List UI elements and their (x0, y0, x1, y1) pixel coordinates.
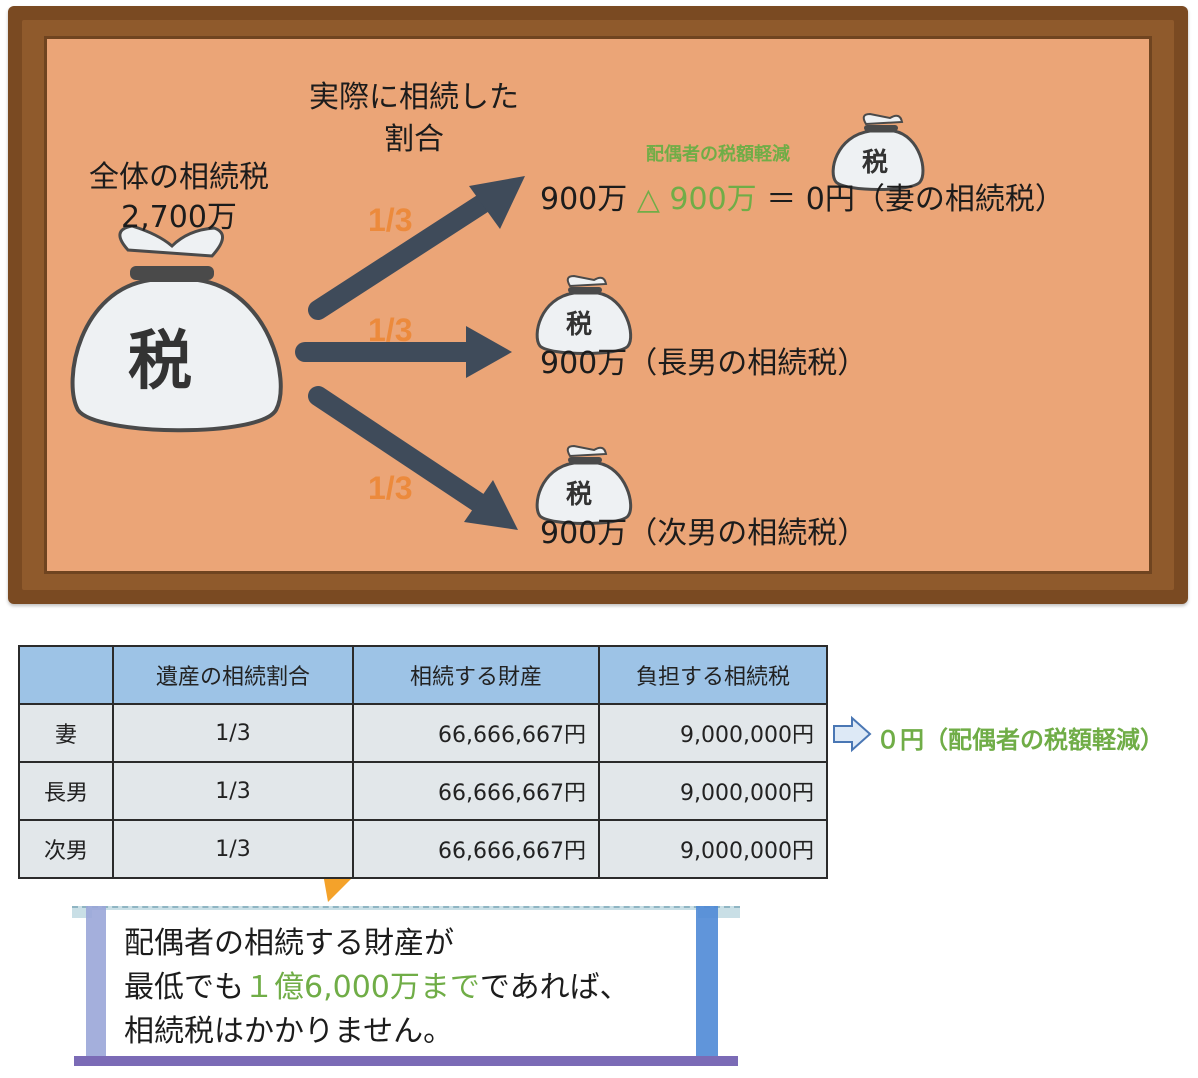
tax-bag-wife-label: 税 (862, 148, 889, 178)
wife-deduction-amount: △ 900万 (636, 182, 757, 217)
wife-tax-label: （妻の相続税） (854, 182, 1065, 217)
table-cell-ratio: 1/3 (112, 819, 354, 879)
table-cell-tax: 9,000,000円 (598, 761, 828, 821)
spouse-deduction-label: 配偶者の税額軽減 (646, 144, 790, 165)
tax-bag-small-icon-eldest-son (535, 274, 633, 355)
arrow-to-eldest-son (295, 326, 512, 378)
fraction-wife: 1/3 (368, 202, 413, 238)
actual-share-label-line1: 実際に相続した (309, 80, 519, 115)
table-cell-ratio: 1/3 (112, 703, 354, 763)
table-cell-heir: 妻 (18, 703, 114, 763)
actual-share-label-line2: 割合 (384, 122, 444, 157)
table-header-cell: 遺産の相続割合 (112, 645, 354, 705)
table-cell-tax: 9,000,000円 (598, 819, 828, 879)
table-header-cell: 相続する財産 (352, 645, 600, 705)
second-son-tax-amount: 900万 (540, 516, 628, 551)
fraction-second-son: 1/3 (368, 470, 413, 506)
arrow-to-second-son (308, 386, 518, 530)
table-cell-property: 66,666,667円 (352, 703, 600, 763)
table-cell-tax: 9,000,000円 (598, 703, 828, 763)
wife-tax-result: ＝ 0円 (766, 182, 855, 217)
right-arrow-icon (833, 715, 872, 753)
table-cell-heir: 長男 (18, 761, 114, 821)
note-line-2-prefix: 最低でも (124, 970, 244, 1005)
eldest-son-tax-amount: 900万 (540, 346, 628, 381)
tax-bag-large-icon (70, 224, 283, 433)
table-header-row: 遺産の相続割合 相続する財産 負担する相続税 (18, 645, 828, 705)
eldest-son-tax-row: 900万（長男の相続税） (540, 338, 867, 382)
table-row: 長男 1/3 66,666,667円 9,000,000円 (18, 761, 828, 821)
tax-bag-small-icon-second-son (535, 444, 633, 525)
eldest-son-tax-label: （長男の相続税） (627, 346, 868, 381)
note-box: 配偶者の相続する財産が 最低でも１億6,000万までであれば、 相続税はかかりま… (92, 910, 698, 1060)
tax-bag-small-icon-wife (831, 112, 925, 191)
fraction-eldest-son: 1/3 (368, 312, 413, 348)
second-son-tax-label: （次男の相続税） (627, 516, 868, 551)
note-tape-right (696, 906, 718, 1066)
note-line-2: 最低でも１億6,000万までであれば、 (124, 966, 698, 1010)
wife-tax-amount: 900万 (540, 182, 628, 217)
table-cell-heir: 次男 (18, 819, 114, 879)
note-highlight-amount: １億6,000万まで (244, 970, 480, 1005)
table-header-cell (18, 645, 114, 705)
note-line-2-suffix: であれば、 (479, 970, 630, 1005)
table-cell-ratio: 1/3 (112, 761, 354, 821)
inheritance-table: 遺産の相続割合 相続する財産 負担する相続税 妻 1/3 66,666,667円… (18, 645, 828, 879)
tax-bag-large-label: 税 (128, 325, 192, 399)
tax-bag-second-son-label: 税 (566, 480, 593, 510)
table-header-cell: 負担する相続税 (598, 645, 828, 705)
total-tax-amount: 2,700万 (121, 200, 237, 235)
table-cell-property: 66,666,667円 (352, 819, 600, 879)
wife-tax-row: 900万 △ 900万 ＝ 0円（妻の相続税） (540, 174, 1065, 218)
table-cell-property: 66,666,667円 (352, 761, 600, 821)
note-tape-bottom (74, 1056, 738, 1066)
note-tape-left (86, 906, 106, 1066)
spouse-tax-result: ０円（配偶者の税額軽減） (876, 726, 1164, 754)
tax-bag-eldest-son-label: 税 (566, 310, 593, 340)
note-line-3: 相続税はかかりません。 (124, 1014, 454, 1049)
table-row: 次男 1/3 66,666,667円 9,000,000円 (18, 819, 828, 879)
note-line-1: 配偶者の相続する財産が (124, 926, 454, 961)
second-son-tax-row: 900万（次男の相続税） (540, 508, 867, 552)
arrow-to-wife (308, 176, 525, 320)
total-tax-label: 全体の相続税 (89, 160, 269, 195)
table-row: 妻 1/3 66,666,667円 9,000,000円 (18, 703, 828, 763)
